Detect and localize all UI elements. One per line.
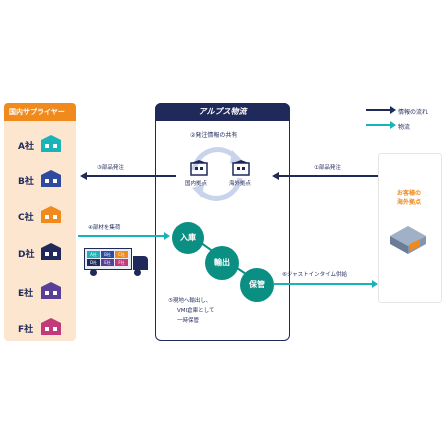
truck-cab xyxy=(133,256,148,270)
supplier-label: A社 xyxy=(18,142,34,152)
legend-info-flow: 情報の流れ xyxy=(398,109,429,116)
receiving-step: 入庫 xyxy=(172,222,204,254)
vmi-note-line2: VMI倉庫として xyxy=(177,308,215,314)
factory-icon xyxy=(41,170,61,187)
vmi-note-line3: 一時保管 xyxy=(177,318,200,324)
factory-icon xyxy=(41,282,61,299)
supplier-a: A社 xyxy=(14,135,74,155)
legend-goods-arrow xyxy=(366,121,396,129)
vmi-note-line1: ⑤現地へ輸出し、 xyxy=(168,298,212,304)
share-info-label: ②発注情報の共有 xyxy=(190,132,238,139)
supplier-label: E社 xyxy=(18,289,34,299)
cycle-arrows-icon xyxy=(191,147,243,201)
supplier-panel xyxy=(4,103,76,341)
customer-label-line2: 海外拠点 xyxy=(396,199,421,206)
cargo-box: C社 xyxy=(115,251,128,258)
cargo-box: F社 xyxy=(115,259,128,266)
supplier-d: D社 xyxy=(14,243,74,263)
supplier-label: C社 xyxy=(18,213,34,223)
order-arrow-right xyxy=(272,172,378,180)
order-arrow-left xyxy=(80,172,176,180)
supplier-c: C社 xyxy=(14,206,74,226)
building-icon xyxy=(232,160,250,176)
warehouse-icon xyxy=(390,226,426,254)
collect-arrow xyxy=(78,232,170,240)
storage-step: 保管 xyxy=(240,268,274,302)
customer-label-line1: お客様の xyxy=(396,190,421,197)
supplier-e: E社 xyxy=(14,282,74,302)
supplier-label: D社 xyxy=(18,250,35,260)
alps-logo: アルプス物流 xyxy=(155,103,290,121)
order-left-label: ③部品発注 xyxy=(97,165,124,171)
jit-arrow xyxy=(274,280,378,288)
factory-icon xyxy=(41,135,61,152)
factory-icon xyxy=(41,243,61,260)
factory-icon xyxy=(41,318,61,335)
cargo-box: A社 xyxy=(87,251,100,258)
supplier-f: F社 xyxy=(14,318,74,338)
supplier-header: 国内サプライヤー xyxy=(4,103,76,121)
supplier-label: B社 xyxy=(18,177,34,187)
cargo-box: E社 xyxy=(101,259,114,266)
truck: A社 B社 C社 D社 E社 F社 xyxy=(84,248,150,276)
building-icon xyxy=(190,160,208,176)
jit-label: ⑥ジャストインタイム供給 xyxy=(282,272,348,278)
supplier-label: F社 xyxy=(18,325,34,335)
export-step: 輸出 xyxy=(205,246,239,280)
domestic-base-label: 国内拠点 xyxy=(185,181,208,187)
legend-goods: 物流 xyxy=(398,124,411,131)
factory-icon xyxy=(41,206,61,223)
collect-label: ④部材を集荷 xyxy=(88,225,121,231)
cargo-box: B社 xyxy=(101,251,114,258)
truck-wheel xyxy=(134,269,141,276)
truck-wheel xyxy=(90,269,97,276)
order-right-label: ①部品発注 xyxy=(314,165,341,171)
supplier-b: B社 xyxy=(14,170,74,190)
overseas-base-label: 海外拠点 xyxy=(229,181,252,187)
cargo-box: D社 xyxy=(87,259,100,266)
legend-info-arrow xyxy=(366,106,396,114)
